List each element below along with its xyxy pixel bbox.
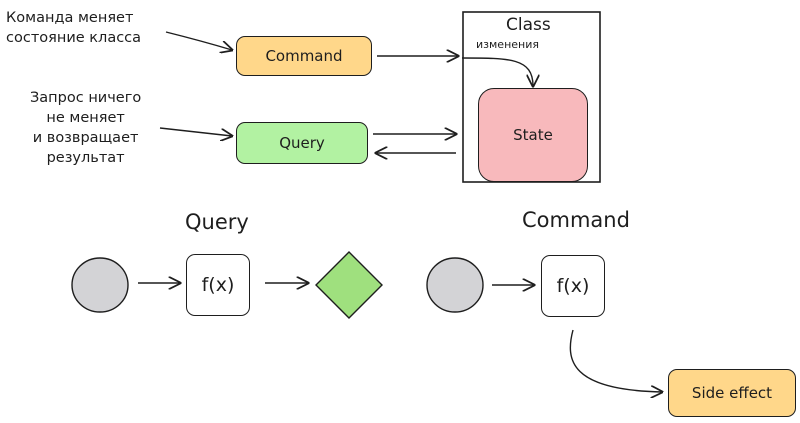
query-note-line: Запрос ничего xyxy=(30,90,142,106)
state-box: State xyxy=(478,88,588,182)
command-note-line: Команда меняет xyxy=(6,10,134,26)
changes-label: изменения xyxy=(476,38,539,51)
query-note: Запрос ничего не меняет и возвращает рез… xyxy=(30,88,141,168)
fx-command-label: f(x) xyxy=(556,275,590,297)
query-box-label: Query xyxy=(279,134,325,152)
query-output-diamond xyxy=(315,251,383,319)
side-effect-label: Side effect xyxy=(691,384,773,402)
command-box-label: Command xyxy=(265,47,343,65)
command-note-line: состояние класса xyxy=(6,30,142,46)
fx-command-box: f(x) xyxy=(541,255,605,317)
class-label: Class xyxy=(506,15,551,35)
command-box: Command xyxy=(236,36,372,76)
command-note: Команда меняет состояние класса xyxy=(6,8,141,48)
query-input-circle xyxy=(71,257,129,313)
command-input-circle xyxy=(426,257,484,313)
query-note-line: и возвращает xyxy=(32,130,139,146)
arrow-fx-to-side-effect xyxy=(569,329,662,392)
fx-query-box: f(x) xyxy=(186,254,250,316)
query-box: Query xyxy=(236,122,368,164)
state-box-label: State xyxy=(513,126,553,144)
class-container xyxy=(462,11,601,183)
query-note-line: не меняет xyxy=(46,110,125,126)
fx-query-label: f(x) xyxy=(201,274,235,296)
query-note-line: результат xyxy=(46,150,125,166)
side-effect-box: Side effect xyxy=(668,369,796,417)
arrow-note-to-command xyxy=(165,31,232,50)
arrow-note-to-query xyxy=(159,127,232,136)
query-section-title: Query xyxy=(185,210,249,234)
command-section-title: Command xyxy=(522,208,630,232)
arrow-changes-to-state xyxy=(461,57,533,86)
